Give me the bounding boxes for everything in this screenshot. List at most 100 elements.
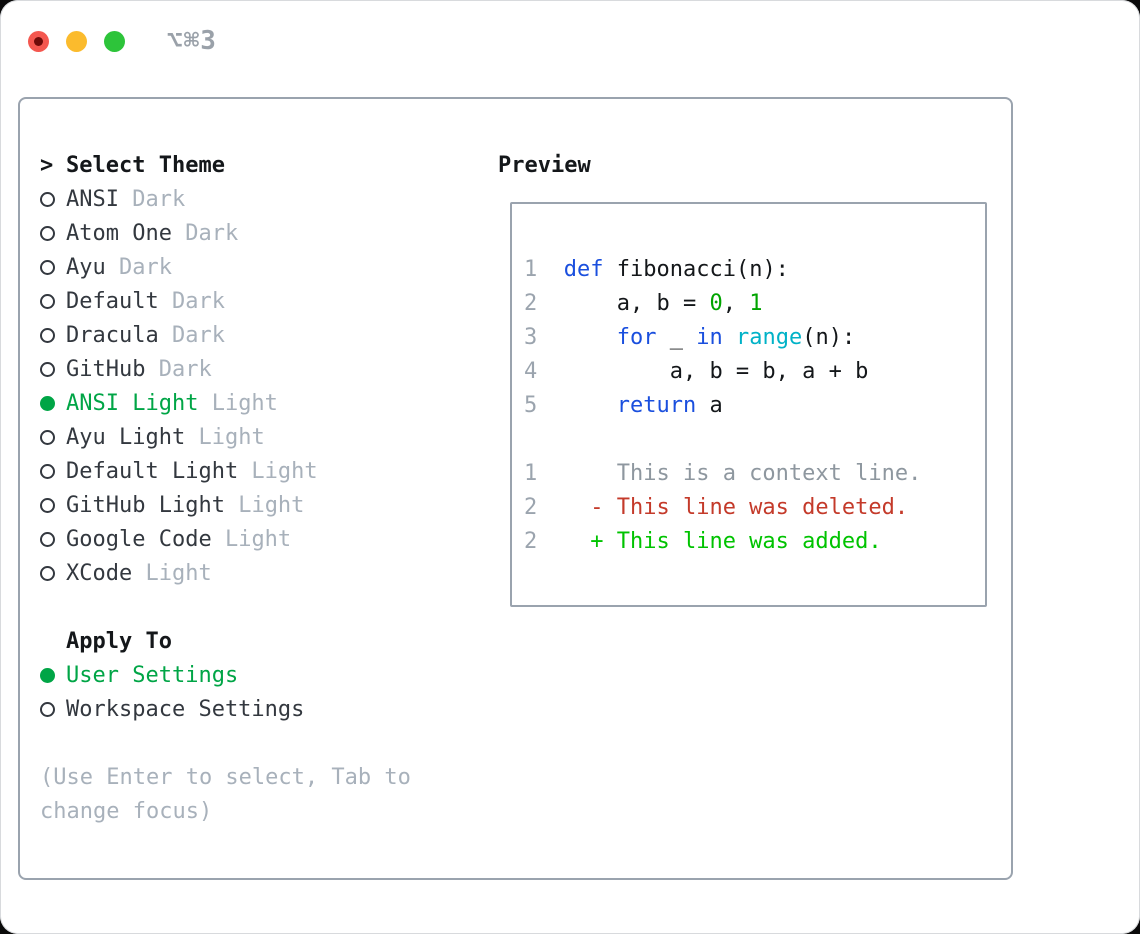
line-number: 2 — [524, 528, 564, 554]
line-number: 1 — [524, 460, 564, 486]
option-label: Atom One — [66, 220, 172, 246]
theme-option-ayu[interactable]: Ayu Dark — [40, 250, 490, 284]
option-label: User Settings — [66, 662, 239, 688]
variant-tag: Light — [211, 526, 292, 552]
minimize-button[interactable] — [66, 30, 87, 52]
code-segment-keyword: def — [563, 256, 604, 282]
option-label: GitHub — [66, 356, 146, 382]
code-line: 2 a, b = 0, 1 — [524, 286, 985, 320]
spacer — [40, 726, 490, 760]
code-segment-plain: a — [696, 392, 723, 418]
option-label: Dracula — [66, 322, 159, 348]
unsaved-changes-icon — [34, 36, 43, 46]
variant-tag: Dark — [118, 186, 186, 212]
theme-option-ayu-light[interactable]: Ayu Light Light — [40, 420, 490, 454]
theme-option-google-code[interactable]: Google Code Light — [40, 522, 490, 556]
radio-unselected-icon — [40, 701, 55, 717]
theme-option-default[interactable]: Default Dark — [40, 284, 490, 318]
line-number: 2 — [524, 290, 564, 316]
option-label: Workspace Settings — [66, 696, 305, 722]
line-number: 4 — [524, 358, 564, 384]
code-segment-added: + This line was added. — [563, 528, 882, 554]
option-label: Default — [66, 288, 159, 314]
theme-option-ansi-light[interactable]: ANSI Light Light — [40, 386, 490, 420]
option-label: Google Code — [66, 526, 212, 552]
theme-option-ansi[interactable]: ANSI Dark — [40, 182, 490, 216]
code-segment-plain: fibonacci(n): — [603, 256, 789, 282]
code-line: 1 This is a context line. — [524, 456, 985, 490]
window-hotkey-label: ⌥⌘3 — [167, 26, 217, 56]
code-segment-keyword: return — [616, 392, 697, 418]
code-segment-keyword: for — [616, 324, 657, 350]
close-button[interactable] — [28, 30, 49, 52]
help-line-1: (Use Enter to select, Tab to — [40, 764, 411, 790]
line-number — [524, 427, 564, 452]
variant-tag: Light — [238, 458, 318, 484]
apply-option-user-settings[interactable]: User Settings — [40, 658, 490, 692]
line-number: 5 — [524, 392, 564, 418]
variant-tag: Light — [224, 492, 305, 518]
code-segment-deleted: - This line was deleted. — [563, 494, 909, 520]
option-label: XCode — [66, 560, 133, 586]
preview-pane: Preview 1 def fibonacci(n): 2 a, b = 0, 1… — [498, 148, 987, 607]
variant-tag: Dark — [105, 254, 172, 280]
line-number: 2 — [524, 494, 564, 520]
prompt-icon: > — [40, 152, 54, 178]
theme-option-github[interactable]: GitHub Dark — [40, 352, 490, 386]
theme-option-default-light[interactable]: Default Light Light — [40, 454, 490, 488]
line-number: 1 — [524, 256, 564, 282]
code-segment-plain — [723, 325, 736, 350]
apply-option-workspace-settings[interactable]: Workspace Settings — [40, 692, 490, 726]
code-line: 4 a, b = b, a + b — [524, 354, 985, 388]
option-label: ANSI Light — [66, 390, 199, 416]
code-segment-builtin: range — [735, 324, 803, 350]
option-label: Default Light — [66, 458, 239, 484]
preview-title: Preview — [498, 152, 591, 178]
zoom-button[interactable] — [104, 30, 125, 52]
option-label: ANSI — [66, 186, 119, 212]
radio-unselected-icon — [40, 361, 55, 377]
theme-option-dracula[interactable]: Dracula Dark — [40, 318, 490, 352]
radio-unselected-icon — [40, 429, 55, 445]
code-segment-plain: _ — [656, 324, 697, 350]
code-segment-plain: (n): — [802, 324, 856, 350]
radio-unselected-icon — [40, 497, 55, 513]
select-theme-header: > Select Theme — [40, 148, 490, 182]
option-label: Ayu — [66, 254, 106, 280]
code-line: 3 for _ in range(n): — [524, 320, 985, 354]
code-line — [524, 422, 985, 456]
titlebar: ⌥⌘3 — [28, 26, 217, 56]
variant-tag: Dark — [158, 322, 225, 348]
radio-unselected-icon — [40, 565, 55, 581]
option-label: Ayu Light — [66, 424, 186, 450]
theme-option-xcode[interactable]: XCode Light — [40, 556, 490, 590]
help-line-2: change focus) — [40, 798, 213, 824]
theme-option-atom-one[interactable]: Atom One Dark — [40, 216, 490, 250]
variant-tag: Dark — [171, 220, 239, 246]
code-segment-keyword: in — [696, 324, 723, 350]
variant-tag: Light — [132, 560, 212, 586]
radio-unselected-icon — [40, 327, 55, 343]
code-segment-literal: 0 — [709, 290, 723, 316]
preview-header: Preview — [498, 148, 987, 182]
code-line: 5 return a — [524, 388, 985, 422]
radio-unselected-icon — [40, 191, 55, 207]
code-segment-context: This is a context line. — [563, 460, 922, 486]
variant-tag: Light — [185, 424, 265, 450]
line-number: 3 — [524, 324, 564, 350]
radio-unselected-icon — [40, 293, 55, 309]
variant-tag: Dark — [145, 356, 212, 382]
code-segment-plain — [564, 393, 617, 418]
radio-unselected-icon — [40, 463, 55, 479]
radio-selected-icon — [40, 667, 55, 683]
theme-option-github-light[interactable]: GitHub Light Light — [40, 488, 490, 522]
code-segment-plain: a, b = b, a + b — [563, 358, 869, 384]
spacer — [40, 590, 490, 624]
